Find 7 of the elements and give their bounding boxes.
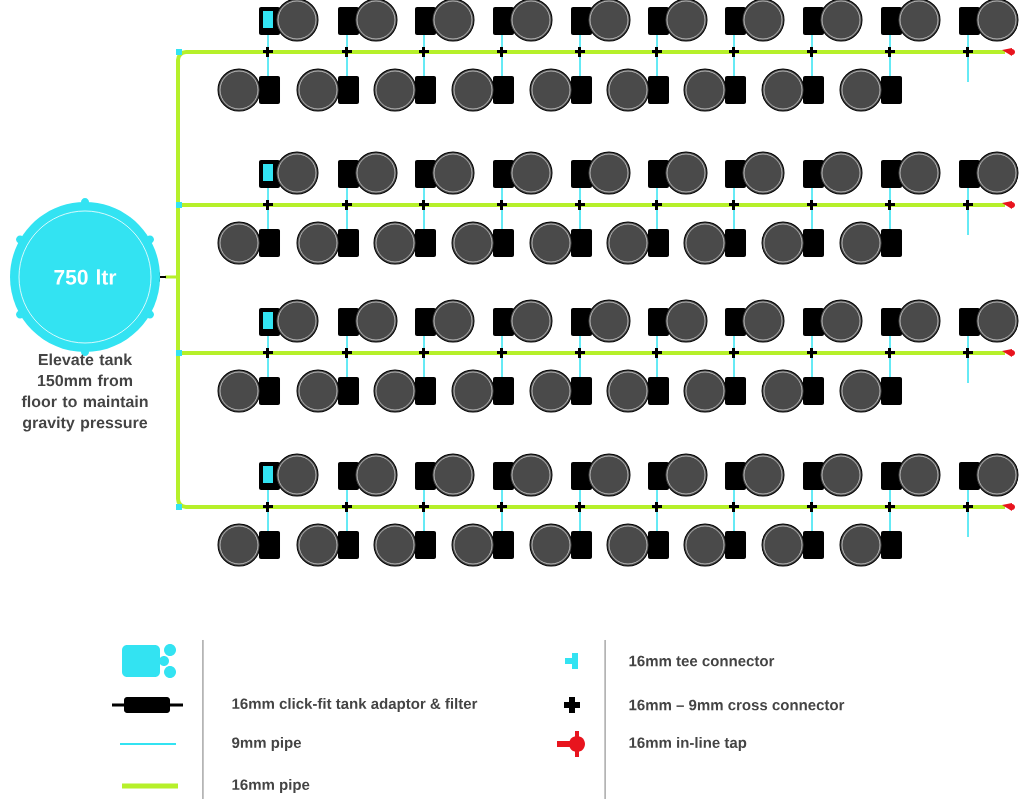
legend-text: 9mm pipe [232, 737, 302, 751]
note-text: Elevate tank 150mm from floor to maintain gravity pressure [21, 353, 148, 432]
legend-text: 16mm in-line tap [629, 737, 747, 751]
legend-text: 16mm tee connector [629, 655, 775, 667]
legend-text: 16mm pipe [232, 779, 310, 793]
legend-text: 16mm – 9mm cross connector [629, 699, 845, 711]
legend-text: 16mm click-fit tank adaptor & filter [232, 698, 478, 712]
